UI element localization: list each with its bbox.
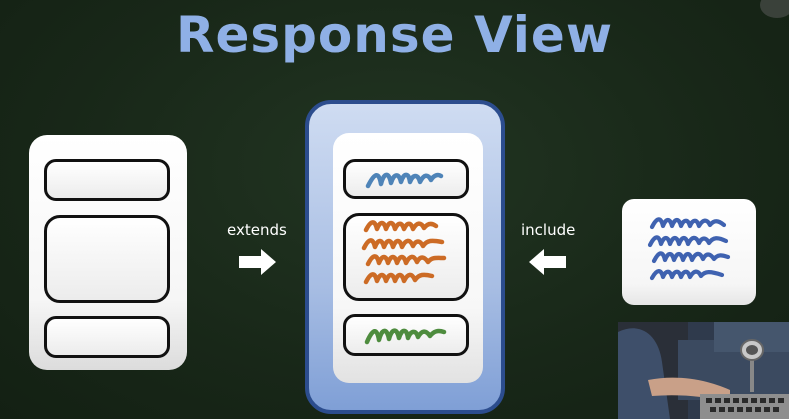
include-label: include xyxy=(521,221,576,239)
content-scribble-icon xyxy=(361,220,447,285)
template-header-slot xyxy=(44,159,170,201)
footer-scribble-icon xyxy=(364,328,447,345)
template-content-slot xyxy=(44,215,170,303)
response-view-page xyxy=(333,133,483,383)
arrow-right-icon xyxy=(239,249,276,275)
layout-template-page xyxy=(29,135,187,370)
template-footer-slot xyxy=(44,316,170,358)
include-scribble-icon xyxy=(647,217,731,281)
slide-title: Response View xyxy=(175,6,614,64)
webcam-overlay xyxy=(618,322,789,419)
included-partial-page xyxy=(622,199,756,305)
header-scribble-icon xyxy=(365,172,444,189)
response-header-slot xyxy=(343,159,469,199)
extends-label: extends xyxy=(227,221,287,239)
webcam-scene-icon xyxy=(618,322,789,419)
arrow-left-icon xyxy=(529,249,566,275)
corner-overlay-icon xyxy=(760,0,789,18)
response-footer-slot xyxy=(343,314,469,356)
